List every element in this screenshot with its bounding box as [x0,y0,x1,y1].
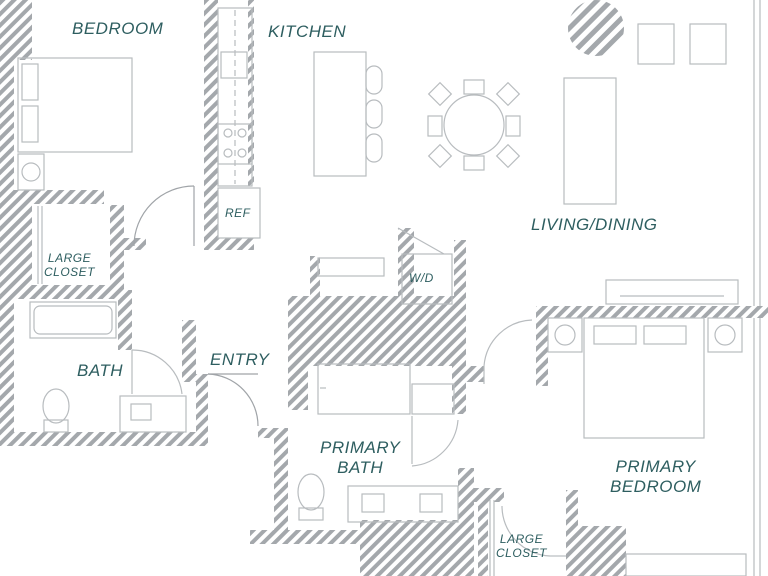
dining-table [443,94,505,156]
armchair [637,23,675,65]
large-closet-1-line-2: CLOSET [44,264,96,279]
primary-bath-fixtures [297,363,459,523]
primary-bed [583,317,705,439]
closet-1-shelf [37,206,43,284]
primary-bath-line-1: PRIMARY [320,438,401,457]
round-rug [568,0,624,56]
fixture-label-ref: REF [225,206,251,220]
room-label-primary-bath: PRIMARY BATH [320,438,400,477]
bath-fixtures [29,301,187,433]
room-label-entry: ENTRY [210,350,270,369]
nightstand [17,153,45,191]
pillow [21,105,39,143]
large-closet-2-line-1: LARGE [499,532,544,546]
refrigerator [217,187,261,239]
counter [217,7,253,187]
pillow [21,63,39,101]
primary-bedroom-line-1: PRIMARY [615,457,696,476]
toilet-primary [297,473,325,511]
entry-door [207,373,259,427]
closet-2-fixtures [489,500,566,576]
toilet [42,388,70,424]
bed [17,57,133,153]
primary-bedroom-line-2: BEDROOM [610,476,702,496]
armchair [689,23,727,65]
double-vanity [347,485,459,523]
primary-bath-line-2: BATH [337,457,384,477]
room-label-kitchen: KITCHEN [268,22,347,41]
bedroom-door [133,185,195,247]
sofa [563,77,617,205]
kitchen-sink [220,51,248,79]
room-label-living-dining: LIVING/DINING [531,215,658,234]
kitchen-fixtures [217,7,383,239]
room-label-primary-bedroom: PRIMARY BEDROOM [610,457,701,496]
stove [217,123,253,165]
laundry-fixtures [317,227,453,305]
fixture-label-wd: W/D [409,271,434,285]
room-label-bath: BATH [77,361,124,380]
living-furniture [427,0,761,306]
room-label-large-closet-2: LARGE CLOSET [496,532,548,561]
media-console [605,279,739,305]
island [313,51,367,177]
large-closet-2-line-2: CLOSET [496,545,548,560]
bath-vanity [119,395,187,433]
bathtub-primary [317,363,411,415]
large-closet-1-line-1: LARGE [47,251,92,265]
room-label-bedroom: BEDROOM [72,19,164,38]
room-label-large-closet-1: LARGE CLOSET [44,251,96,280]
bathtub [29,301,117,339]
primary-bedroom-furniture [483,317,761,576]
bedroom-furniture [17,57,133,191]
washer-dryer [401,253,453,305]
